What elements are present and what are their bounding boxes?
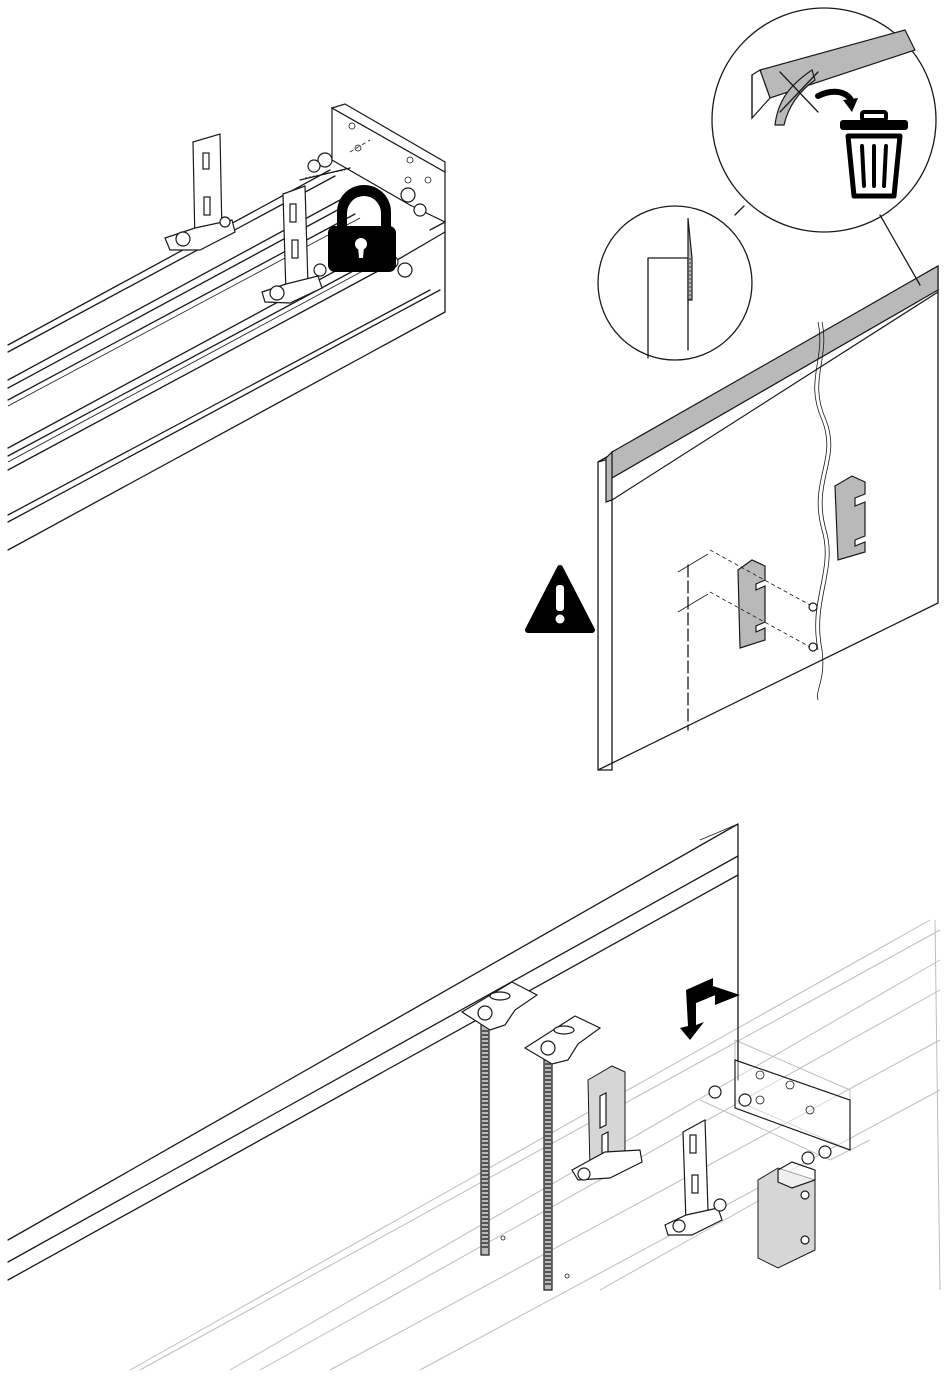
- edge-detail-circle: [598, 206, 752, 360]
- bottom-hang-door-on-rail: [8, 824, 940, 1370]
- door-panel-with-hanger-brackets: [528, 8, 938, 770]
- peel-protective-film-detail: [712, 8, 936, 232]
- padlock-icon: [328, 185, 396, 272]
- top-rail-locked-assembly: [8, 104, 445, 550]
- warning-icon: [528, 568, 592, 630]
- trash-bin-icon: [840, 112, 908, 196]
- lift-and-lower-arrow-icon: [680, 978, 740, 1040]
